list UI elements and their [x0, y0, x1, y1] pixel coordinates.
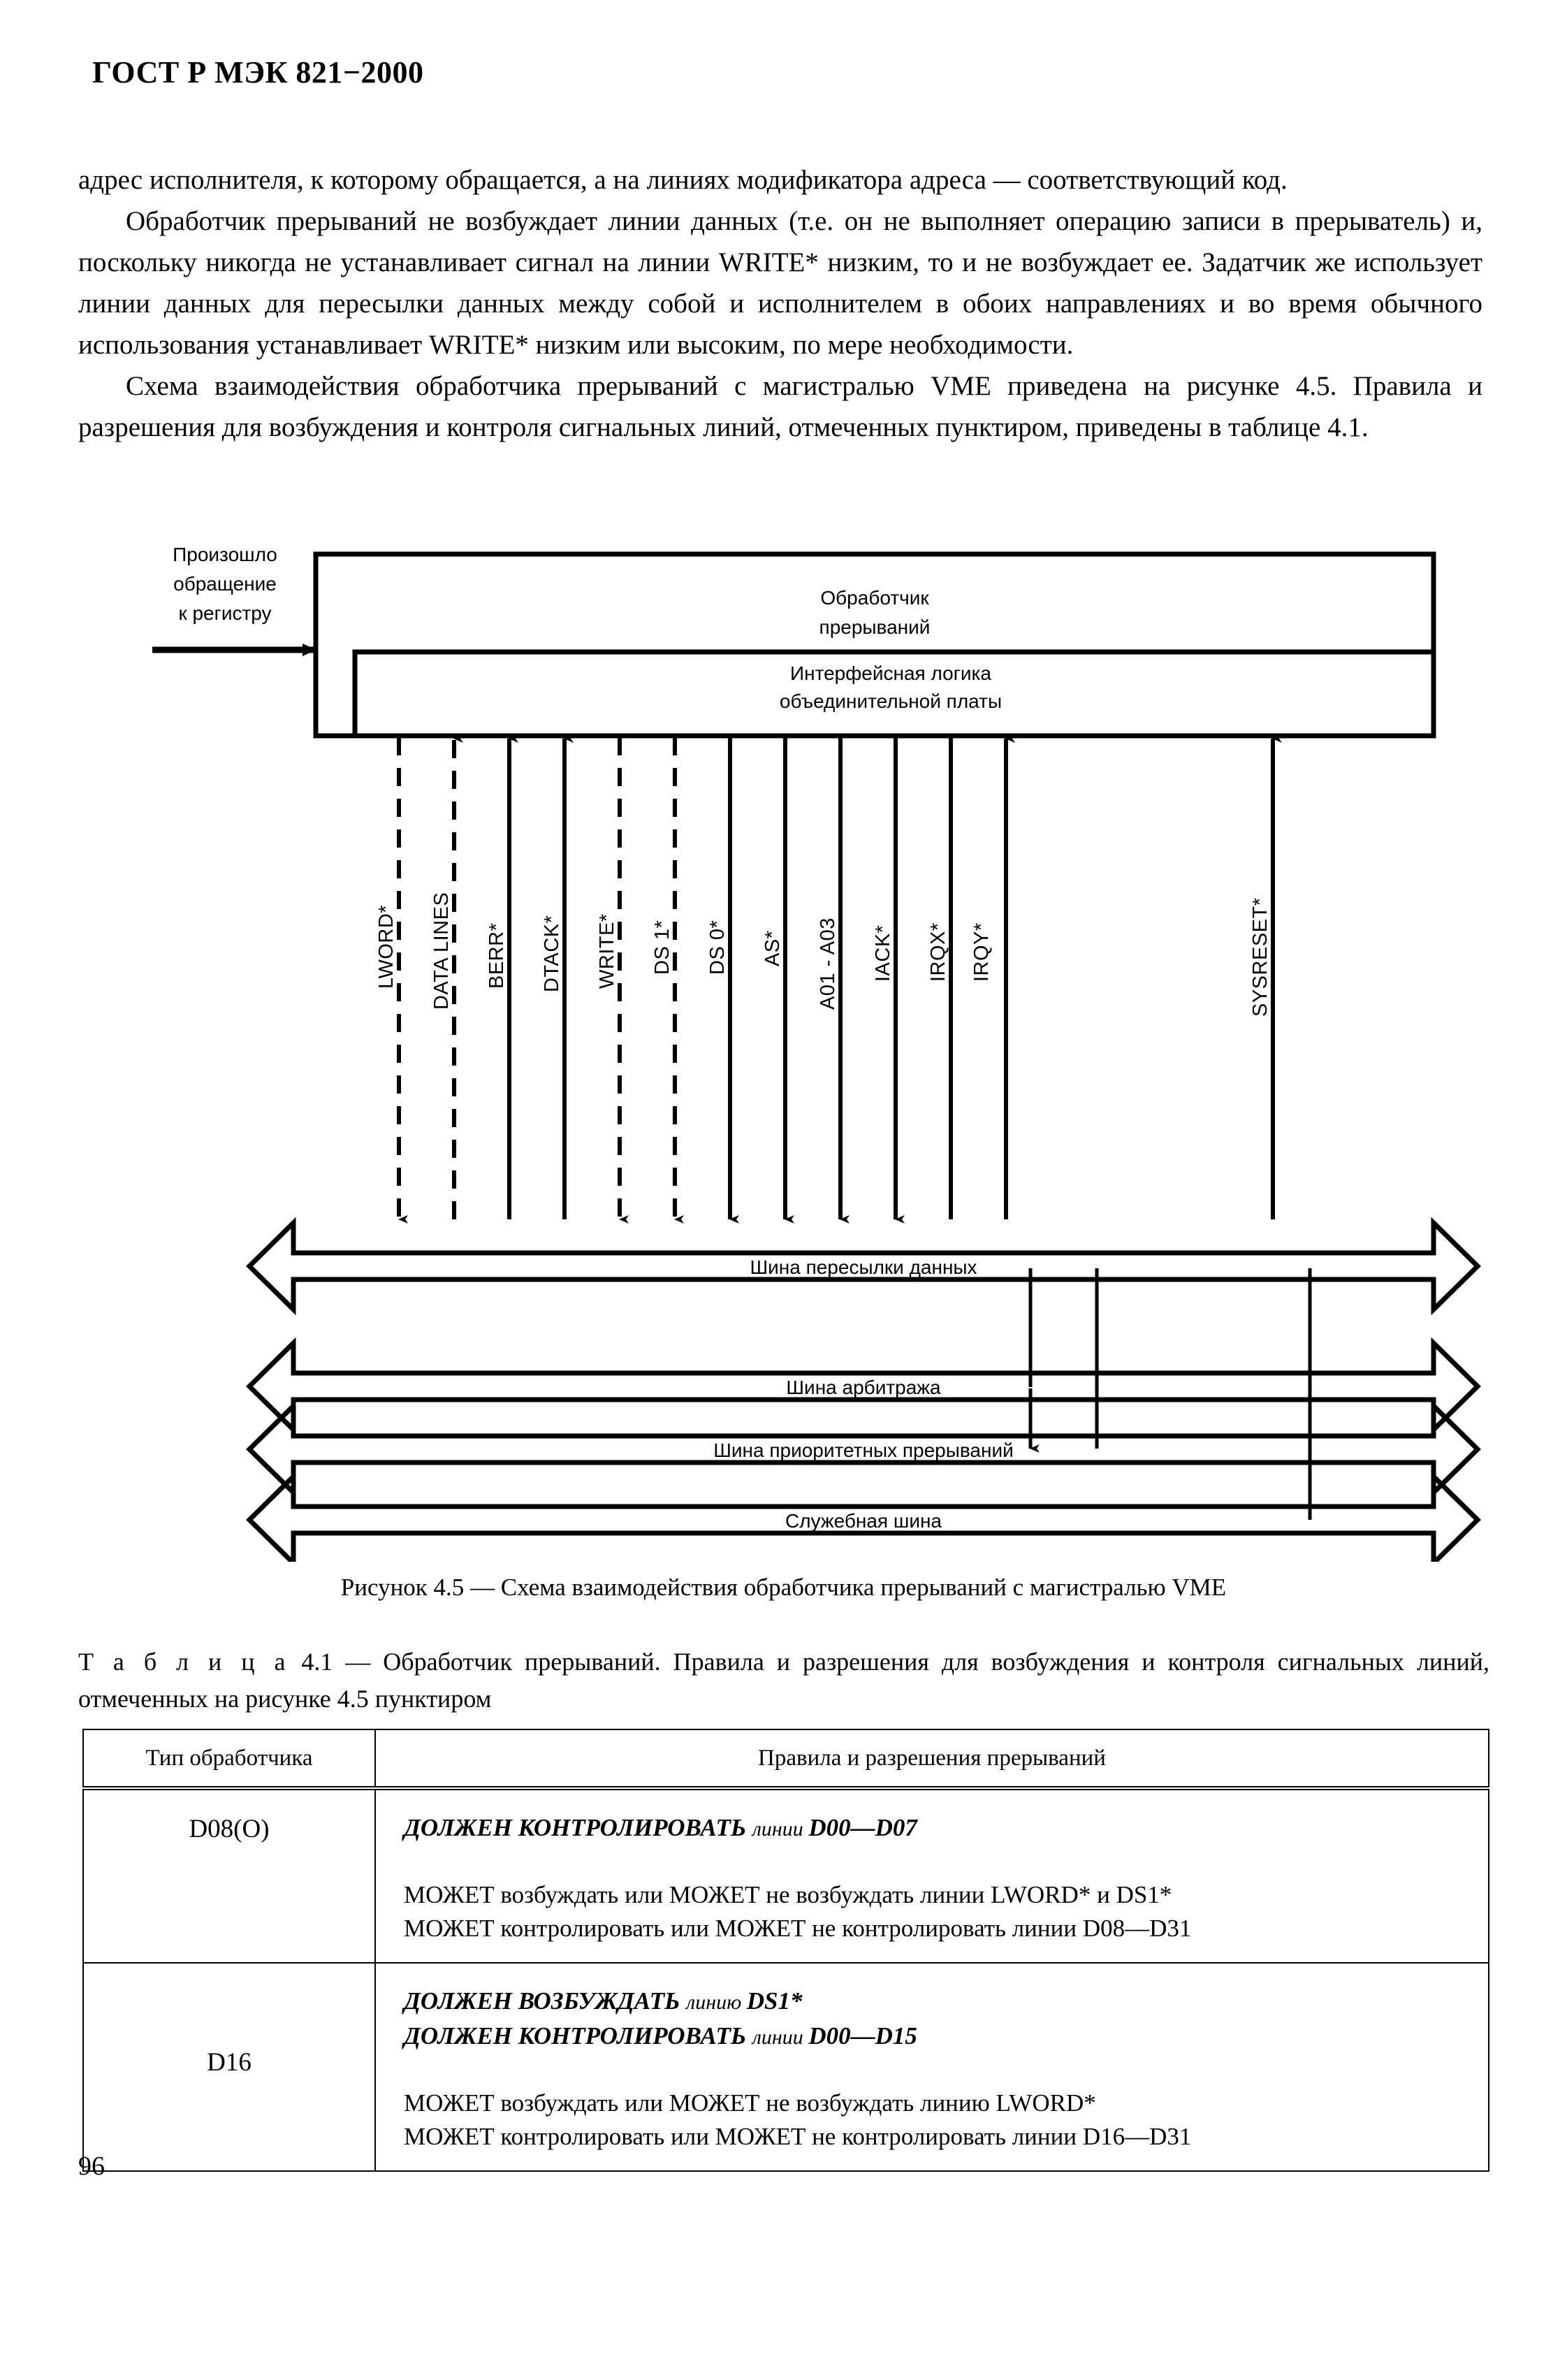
- signal-label-irqx: IRQX*: [927, 922, 949, 982]
- bus-data-transfer: Шина пересылки данных: [246, 1217, 1481, 1316]
- rule-tail-text: DS1*: [746, 1987, 803, 2015]
- signal-label-write: WRITE*: [596, 913, 618, 989]
- rule-optional-line-1: МОЖЕТ возбуждать или МОЖЕТ не возбуждать…: [404, 1881, 1172, 1908]
- signal-line-as: AS*: [761, 737, 794, 1224]
- rule-mandatory-line: ДОЛЖЕН ВОЗБУЖДАТЬ линию DS1*: [404, 1984, 1488, 2019]
- signal-line-write: WRITE*: [596, 737, 629, 1224]
- column-header-handler-type: Тип обработчика: [82, 1729, 376, 1790]
- box-logic-line-1: Интерфейсная логика: [790, 662, 991, 684]
- signal-line-lword: LWORD*: [375, 737, 408, 1224]
- table-title-prefix: Т а б л и ц а: [78, 1648, 289, 1676]
- rule-bold-text: ДОЛЖЕН КОНТРОЛИРОВАТЬ: [404, 1814, 752, 1841]
- rule-tail-text: D00—D07: [808, 1814, 917, 1841]
- bus-label-utility: Служебная шина: [785, 1510, 942, 1532]
- signal-line-data-lines: DATA LINES: [430, 734, 463, 1219]
- figure-box-interface-logic: Интерфейсная логика объединительной плат…: [352, 649, 1436, 739]
- signal-label-data-lines: DATA LINES: [430, 892, 453, 1010]
- table-title-rest: 4.1 — Обработчик прерываний. Правила и р…: [78, 1648, 1489, 1713]
- cell-handler-type: D16: [82, 1962, 376, 2172]
- bus-utility: Служебная шина: [246, 1470, 1481, 1562]
- figure-caption: Рисунок 4.5 — Схема взаимодействия обраб…: [340, 1574, 1227, 1601]
- input-label-line-3: к регистру: [178, 602, 271, 624]
- rule-bold-text: ДОЛЖЕН ВОЗБУЖДАТЬ: [404, 1987, 687, 2015]
- input-label-line-1: Произошло: [173, 544, 277, 565]
- bus-priority-interrupt: Шина приоритетных прерываний: [246, 1400, 1481, 1499]
- rule-bold-text: ДОЛЖЕН КОНТРОЛИРОВАТЬ: [404, 2022, 752, 2049]
- signal-line-iack: IACK*: [872, 737, 905, 1224]
- box-logic-line-2: объединительной платы: [780, 690, 1002, 712]
- body-text-block: адрес исполнителя, к которому обращается…: [78, 159, 1482, 448]
- signal-label-a01-a03: A01 - A03: [817, 917, 839, 1010]
- signal-line-ds0: DS 0*: [706, 737, 739, 1224]
- signal-label-lword: LWORD*: [375, 905, 398, 989]
- rule-spacer: [404, 2054, 1488, 2087]
- rule-spacer: [404, 1846, 1488, 1878]
- figure-diagram: Произошло обращение к регистру Обработчи…: [152, 544, 1481, 1562]
- signal-line-irqy: IRQY*: [970, 734, 1015, 1219]
- signal-line-dtack: DTACK*: [541, 734, 574, 1219]
- bus-connector-lines: [1028, 1268, 1312, 1520]
- table-row: D08(O) ДОЛЖЕН КОНТРОЛИРОВАТЬ линии D00—D…: [82, 1787, 1489, 1964]
- figure-input-label: Произошло обращение к регистру: [173, 544, 277, 624]
- signal-line-irqx: IRQX*: [927, 737, 953, 1219]
- signal-line-a01-a03: A01 - A03: [817, 737, 850, 1224]
- cell-rules: ДОЛЖЕН КОНТРОЛИРОВАТЬ линии D00—D07 МОЖЕ…: [374, 1787, 1489, 1964]
- bus-label-priority-interrupt: Шина приоритетных прерываний: [713, 1439, 1014, 1461]
- signal-label-irqy: IRQY*: [970, 922, 993, 982]
- box-handler-line-1: Обработчик: [820, 587, 929, 609]
- signal-label-iack: IACK*: [872, 925, 894, 982]
- signal-label-berr: BERR*: [486, 923, 508, 989]
- bus-label-data-transfer: Шина пересылки данных: [750, 1256, 977, 1278]
- paragraph-1: адрес исполнителя, к которому обращается…: [78, 165, 1288, 195]
- table-title: Т а б л и ц а 4.1 — Обработчик прерывани…: [78, 1643, 1489, 1718]
- paragraph-2: Обработчик прерываний не возбуждает лини…: [78, 206, 1482, 360]
- rule-mandatory-line: ДОЛЖЕН КОНТРОЛИРОВАТЬ линии D00—D07: [404, 1811, 1488, 1846]
- paragraph-3: Схема взаимодействия обработчика прерыва…: [78, 371, 1482, 442]
- signal-label-ds0: DS 0*: [706, 920, 729, 975]
- bus-label-arbitration: Шина арбитража: [786, 1377, 941, 1398]
- rule-small-text: линии: [752, 2026, 809, 2049]
- rule-optional-line-2: МОЖЕТ контролировать или МОЖЕТ не контро…: [404, 1915, 1192, 1942]
- rule-small-text: линии: [752, 1817, 809, 1841]
- table-row: D16 ДОЛЖЕН ВОЗБУЖДАТЬ линию DS1* ДОЛЖЕН …: [82, 1962, 1489, 2172]
- signal-line-ds1: DS 1*: [651, 737, 684, 1224]
- rule-small-text: линию: [686, 1991, 747, 2014]
- table-header-row: Тип обработчика Правила и разрешения пре…: [82, 1729, 1489, 1790]
- signal-line-berr: BERR*: [486, 734, 518, 1219]
- bus-arbitration: Шина арбитража: [246, 1337, 1481, 1436]
- cell-rules: ДОЛЖЕН ВОЗБУЖДАТЬ линию DS1* ДОЛЖЕН КОНТ…: [374, 1962, 1489, 2172]
- signal-label-dtack: DTACK*: [541, 915, 563, 992]
- signal-line-sysreset: SYSRESET*: [1249, 734, 1282, 1219]
- signal-label-sysreset: SYSRESET*: [1249, 898, 1271, 1017]
- signal-label-ds1: DS 1*: [651, 920, 673, 975]
- rule-mandatory-line: ДОЛЖЕН КОНТРОЛИРОВАТЬ линии D00—D15: [404, 2019, 1488, 2054]
- box-handler-line-2: прерываний: [819, 616, 931, 638]
- page-number: 96: [78, 2152, 105, 2181]
- figure-4-5: Произошло обращение к регистру Обработчи…: [0, 528, 1567, 1562]
- rule-tail-text: D00—D15: [808, 2022, 917, 2049]
- signal-label-as: AS*: [761, 931, 784, 966]
- rules-table: Тип обработчика Правила и разрешения пре…: [82, 1729, 1489, 2172]
- document-standard-header: ГОСТ Р МЭК 821−2000: [92, 55, 424, 89]
- input-label-line-2: обращение: [173, 573, 277, 595]
- rule-optional-line-2: МОЖЕТ контролировать или МОЖЕТ не контро…: [404, 2123, 1192, 2150]
- rule-optional-line-1: МОЖЕТ возбуждать или МОЖЕТ не возбуждать…: [404, 2089, 1096, 2117]
- cell-handler-type: D08(O): [82, 1787, 376, 1964]
- column-header-rules: Правила и разрешения прерываний: [374, 1729, 1489, 1790]
